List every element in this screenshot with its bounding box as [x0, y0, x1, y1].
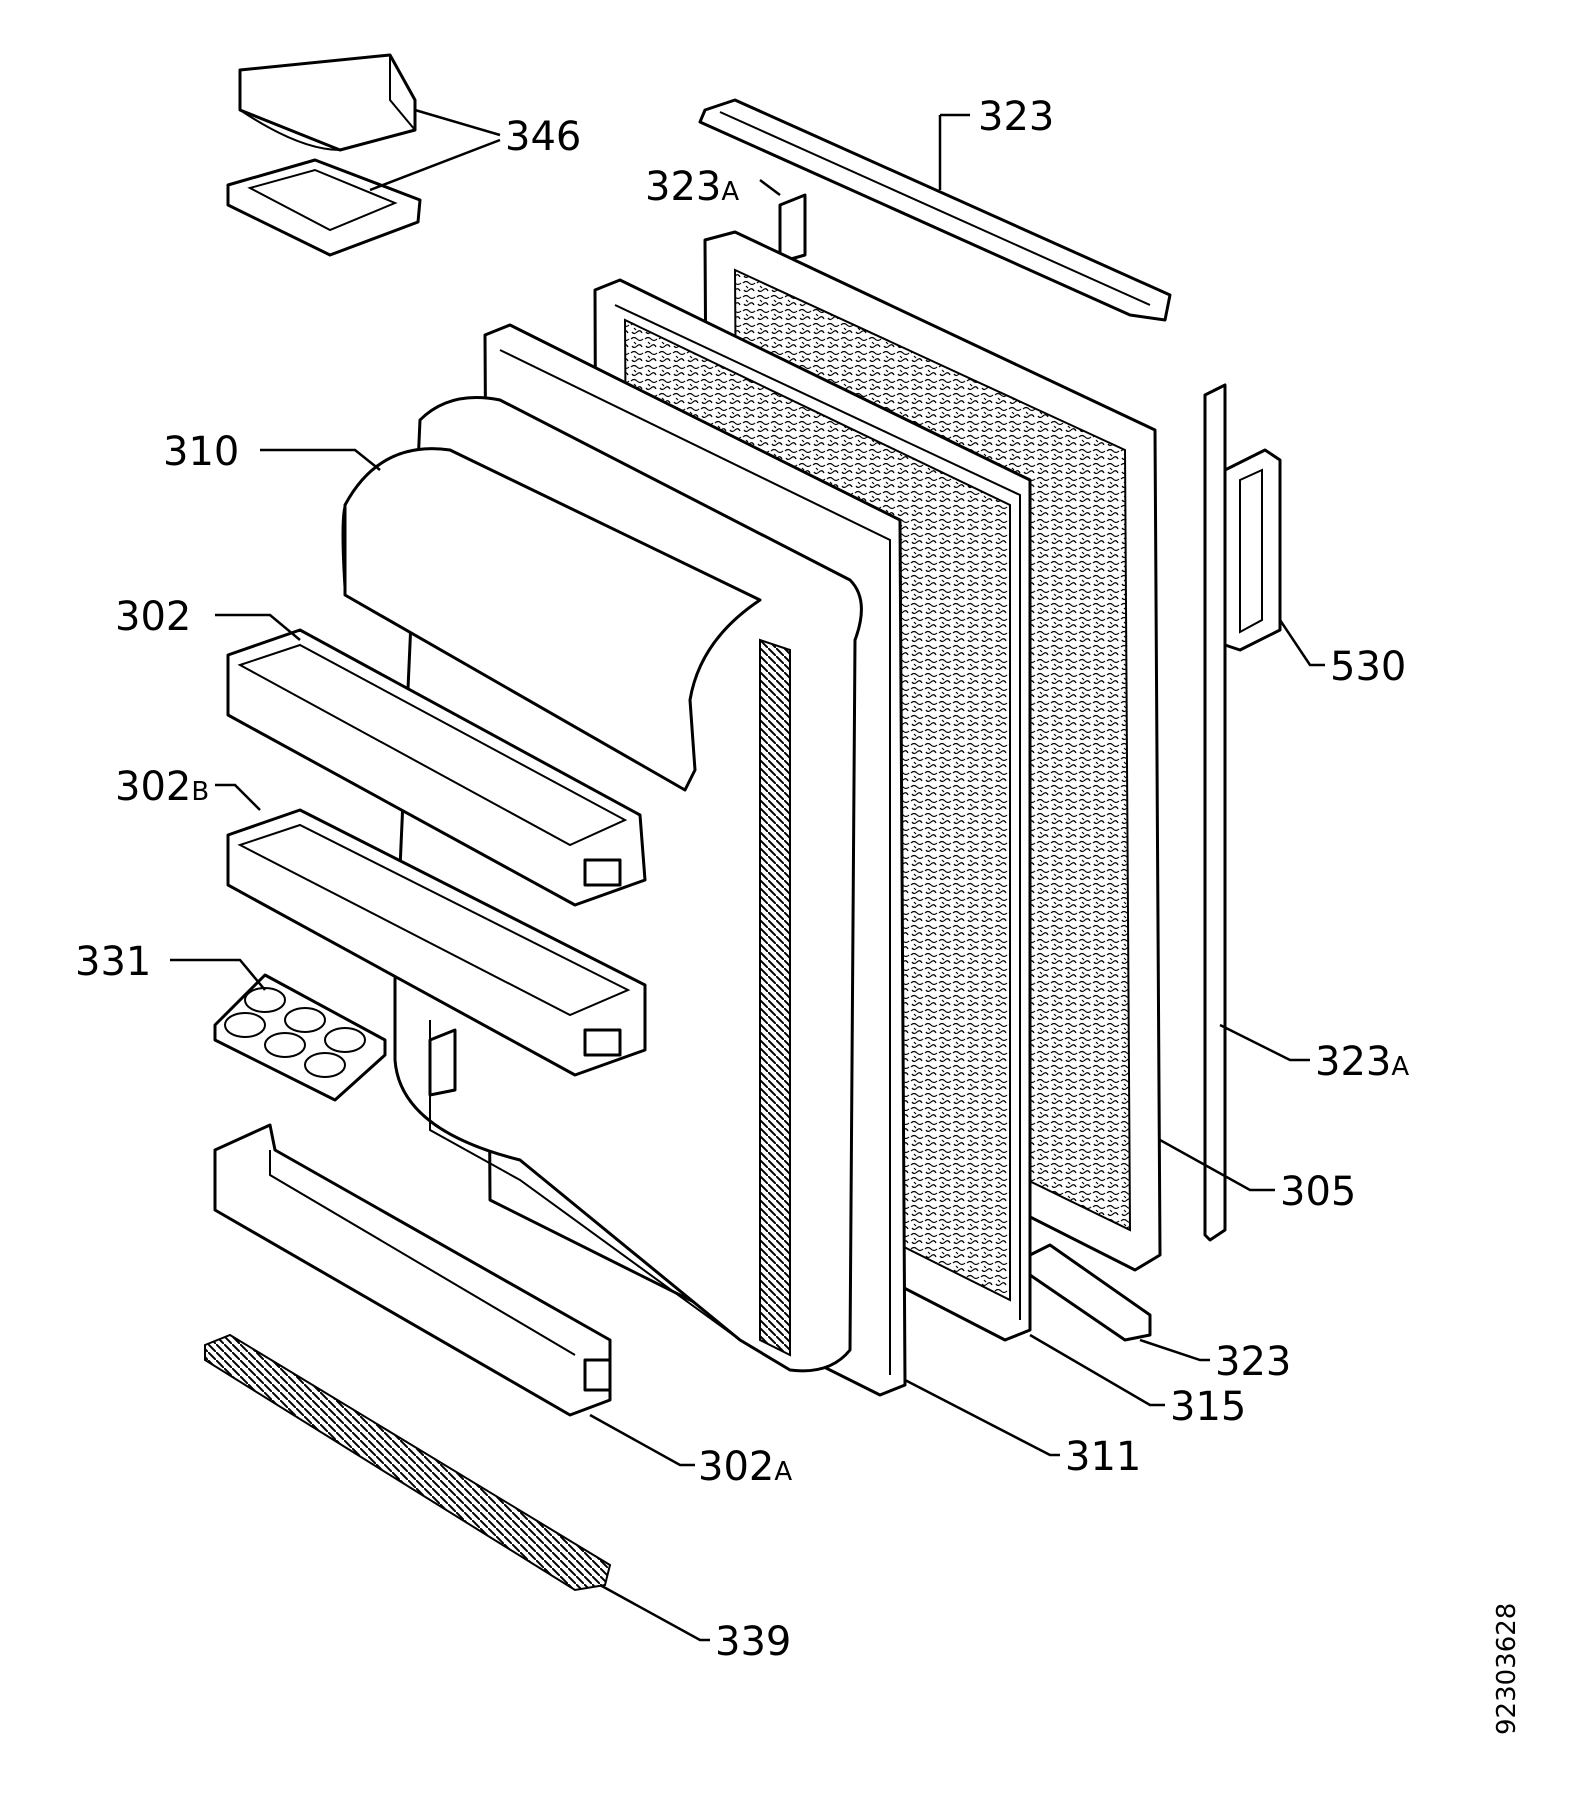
- label-323a-right: 323A: [1315, 1039, 1409, 1085]
- label-323a-top-number: 323: [645, 164, 721, 210]
- bracket-323a-top: [778, 193, 807, 264]
- label-302b-number: 302: [115, 764, 191, 810]
- hinge-strip-323-bottom: [1028, 1243, 1152, 1342]
- side-bar-323a-right: [1203, 383, 1227, 1242]
- label-346: 346: [505, 114, 581, 160]
- label-323-bottom: 323: [1215, 1339, 1291, 1385]
- door-shelf-302b: [226, 808, 647, 1077]
- grille-strip-339: [204, 1333, 612, 1592]
- leader-lines: [170, 108, 1325, 1642]
- label-305: 305: [1280, 1169, 1356, 1215]
- egg-tray-331: [213, 973, 387, 1102]
- handle-530: [1223, 448, 1282, 652]
- label-323-top: 323: [978, 94, 1054, 140]
- label-302a: 302A: [698, 1444, 792, 1490]
- label-310: 310: [163, 429, 239, 475]
- label-315: 315: [1170, 1384, 1246, 1430]
- label-323a-right-suffix: A: [1391, 1052, 1409, 1082]
- label-302b-suffix: B: [191, 777, 209, 807]
- door-shelf-302: [226, 628, 647, 907]
- label-302b: 302B: [115, 764, 209, 810]
- butter-dish-346: [226, 53, 422, 257]
- label-302a-suffix: A: [774, 1457, 792, 1487]
- label-323a-top: 323A: [645, 164, 739, 210]
- label-323a-top-suffix: A: [721, 177, 739, 207]
- part-labels: 346 323 323A 310 302 302B 331 530 323A 3…: [75, 94, 1409, 1665]
- label-339: 339: [715, 1619, 791, 1665]
- label-331: 331: [75, 939, 151, 985]
- label-530: 530: [1330, 644, 1406, 690]
- bottle-shelf-302a: [213, 1123, 612, 1417]
- label-302a-number: 302: [698, 1444, 774, 1490]
- label-323a-right-number: 323: [1315, 1039, 1391, 1085]
- label-311: 311: [1065, 1434, 1141, 1480]
- label-302: 302: [115, 594, 191, 640]
- document-id: 92303628: [1492, 1603, 1522, 1735]
- hinge-strip-323-top: [698, 98, 1172, 322]
